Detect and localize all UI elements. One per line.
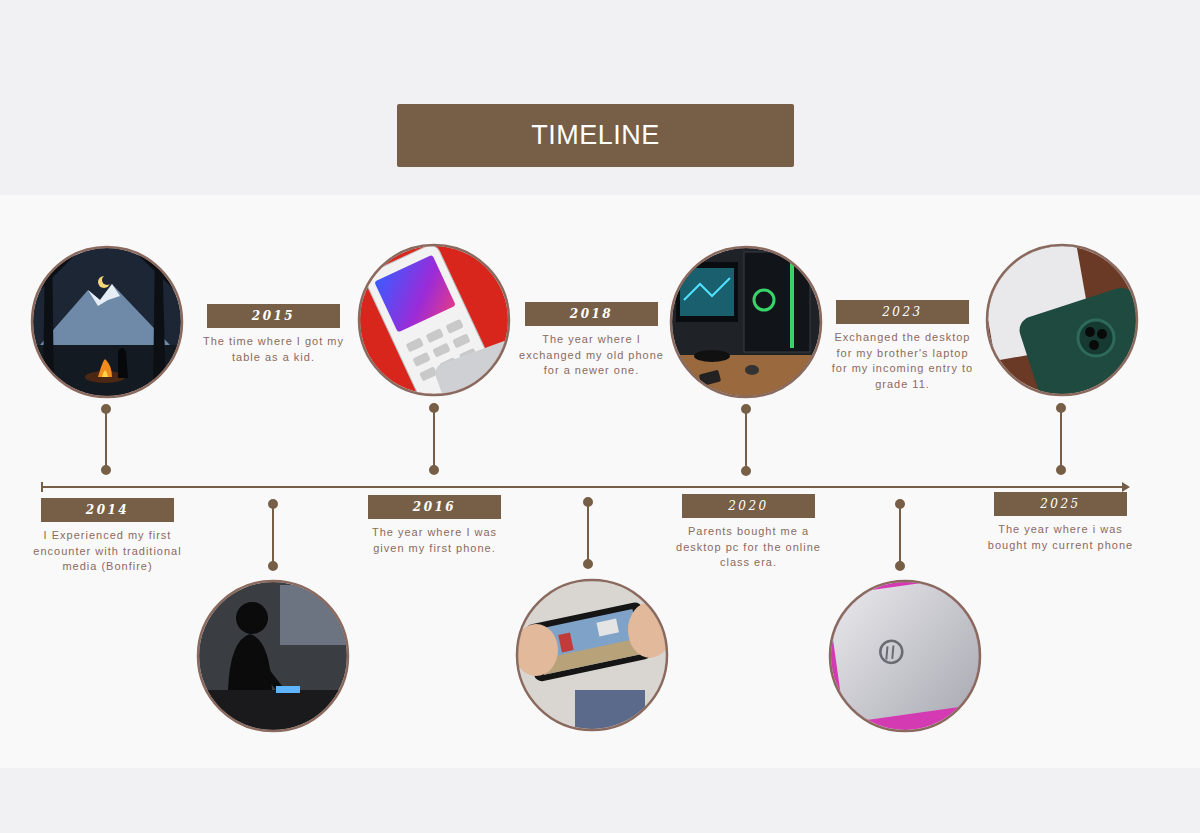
picture-ring: [198, 581, 348, 731]
axis-tick: [41, 482, 43, 492]
current-phone-picture: [976, 235, 1164, 426]
year-label: 2020: [682, 494, 815, 518]
title-box: TIMELINE: [397, 104, 794, 167]
event-description: Exchanged the desktop for my brother's l…: [828, 330, 977, 392]
timeline-entry: 2016The year where I was given my first …: [368, 495, 501, 556]
panel: [0, 195, 1200, 768]
year-label: 2018: [525, 302, 658, 326]
year-label: 2015: [207, 304, 340, 328]
axis-arrow: [1122, 482, 1130, 492]
desktop-pc-picture: [668, 245, 828, 405]
timeline-entry: 2025The year where i was bought my curre…: [994, 492, 1127, 553]
stems: [102, 404, 1065, 570]
keypad-phone-picture: [355, 242, 538, 424]
picture-ring: [517, 580, 667, 730]
kid-tablet-picture: [195, 580, 355, 735]
picture-ring: [671, 247, 821, 397]
year-label: 2016: [368, 495, 501, 519]
event-description: The year where I exchanged my old phone …: [517, 332, 666, 379]
title-text: TIMELINE: [531, 120, 660, 151]
timeline-entry: 2020Parents bought me a desktop pc for t…: [682, 494, 815, 571]
hp-laptop-picture: [827, 575, 993, 735]
event-description: The year where i was bought my current p…: [986, 522, 1135, 553]
picture-ring: [987, 245, 1137, 395]
event-description: The time where I got my table as a kid.: [199, 334, 348, 365]
picture-ring: [830, 581, 980, 731]
event-description: Parents bought me a desktop pc for the o…: [674, 524, 823, 571]
year-label: 2025: [994, 492, 1127, 516]
picture-ring: [359, 245, 509, 395]
timeline-entry: 2023Exchanged the desktop for my brother…: [836, 300, 969, 392]
year-label: 2023: [836, 300, 969, 324]
event-description: I Experienced my first encounter with tr…: [33, 528, 182, 575]
year-label: 2014: [41, 498, 174, 522]
timeline-entry: 2018The year where I exchanged my old ph…: [525, 302, 658, 379]
timeline-entry: 2015The time where I got my table as a k…: [207, 304, 340, 365]
phone-gaming-picture: [514, 578, 675, 735]
bonfire-picture: [30, 245, 185, 405]
picture-ring: [32, 247, 182, 397]
axis: [42, 486, 1124, 488]
timeline-entry: 2014I Experienced my first encounter wit…: [41, 498, 174, 575]
event-description: The year where I was given my first phon…: [360, 525, 509, 556]
